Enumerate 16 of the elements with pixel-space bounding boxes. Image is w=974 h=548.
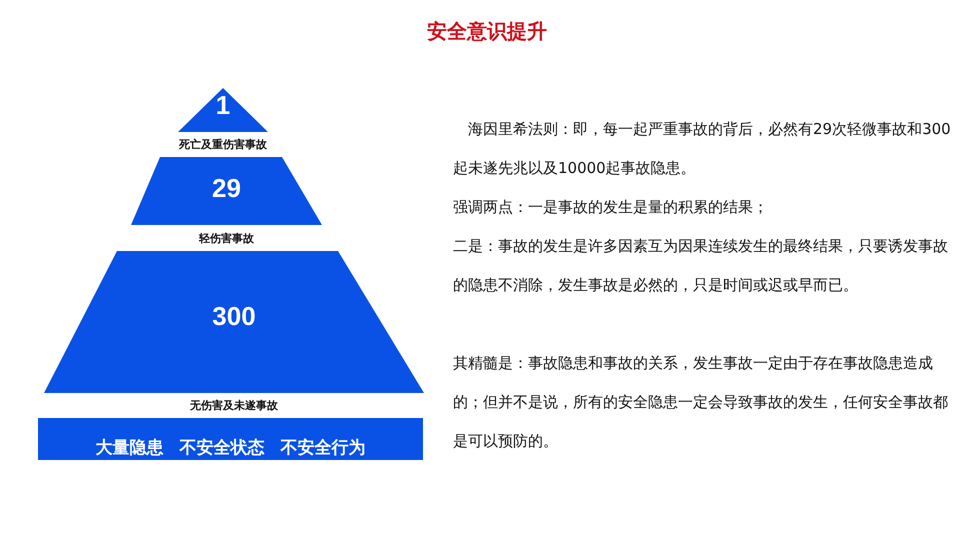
pyramid-tip bbox=[178, 88, 268, 132]
count-number: 1 bbox=[216, 90, 230, 120]
paragraph: 强调两点：一是事故的发生是量的积累的结果； bbox=[453, 197, 769, 218]
title: 安全意识提升 bbox=[426, 18, 548, 45]
paragraph: 海因里希法则：即，每一起严重事故的背后，必然有29次轻微事故和300起未遂先兆以及10000起事故隐患。 bbox=[453, 119, 952, 179]
layer-caption: 死亡及重伤害事故 bbox=[178, 137, 268, 152]
layer-caption: 轻伤害事故 bbox=[198, 231, 255, 246]
count-number: 300 bbox=[212, 301, 256, 331]
count-number: 29 bbox=[212, 173, 241, 203]
pyramid-layer bbox=[131, 157, 322, 225]
paragraph: 其精髓是：事故隐患和事故的关系，发生事故一定由于存在事故隐患造成的；但并不是说，所有的安全隐患一定会导致事故的发生，任何安全事故都是可以预防的。 bbox=[453, 353, 949, 452]
pyramid-layer bbox=[44, 251, 424, 393]
layer-caption: 无伤害及未遂事故 bbox=[189, 398, 279, 413]
bar-text: 大量隐患 不安全状态 不安全行为 bbox=[96, 438, 366, 458]
paragraph: 二是：事故的发生是许多因素互为因果连续发生的最终结果，只要诱发事故的隐患不消除，发生事故是必然的，只是时间或迟或早而已。 bbox=[453, 236, 949, 296]
base-bar bbox=[38, 418, 423, 460]
